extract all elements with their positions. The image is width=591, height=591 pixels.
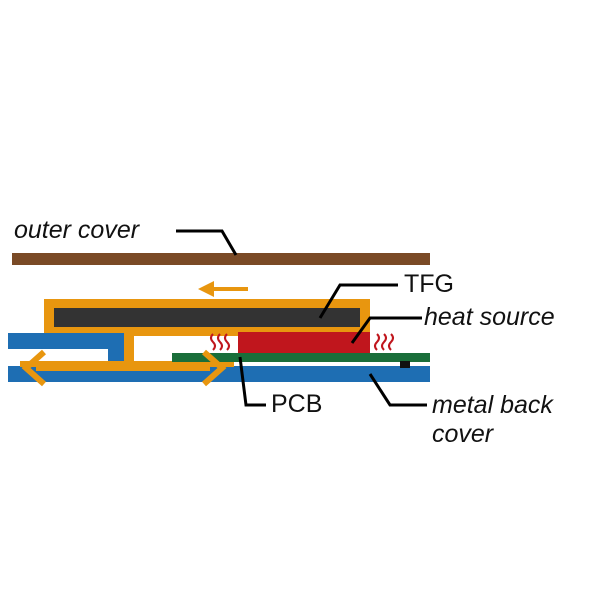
heat-flow-arrow-icon bbox=[198, 281, 248, 297]
pcb-label: PCB bbox=[271, 390, 323, 418]
tfg-bottom-layer bbox=[20, 361, 234, 367]
pcb-standoff bbox=[400, 361, 410, 368]
metal-back-cover-label-line1: metal back bbox=[432, 391, 553, 419]
heat-waves-right-icon bbox=[374, 333, 394, 351]
heat-source-chip bbox=[238, 332, 370, 353]
pcb-board bbox=[172, 353, 430, 362]
pcb-leader-line bbox=[238, 356, 266, 407]
heat-source-leader-line bbox=[350, 316, 422, 344]
outer-cover-layer bbox=[12, 253, 430, 265]
tfg-dark-layer bbox=[54, 308, 360, 327]
tfg-leader-line bbox=[318, 283, 398, 319]
spread-double-arrow-icon bbox=[21, 349, 227, 387]
tfg-bottom-strip bbox=[124, 330, 239, 336]
heat-source-label: heat source bbox=[424, 303, 555, 331]
metal-back-cover-label-line2: cover bbox=[432, 420, 494, 448]
metal-back-cover-riser bbox=[108, 333, 124, 361]
tfg-connector bbox=[124, 334, 134, 370]
heat-waves-left-icon bbox=[210, 333, 230, 351]
outer-cover-label: outer cover bbox=[14, 216, 140, 244]
tfg-label: TFG bbox=[404, 270, 454, 298]
metal-back-cover-leader-line bbox=[368, 373, 427, 407]
metal-back-cover-upper bbox=[8, 333, 124, 349]
outer-cover-leader-line bbox=[176, 229, 238, 256]
